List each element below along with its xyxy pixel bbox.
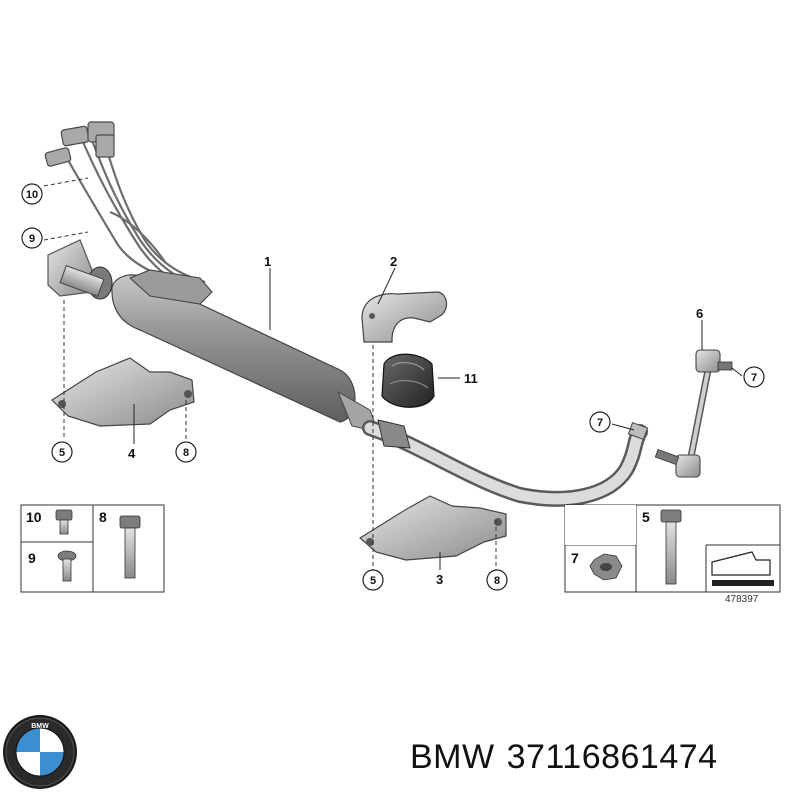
svg-text:7: 7 [597, 417, 603, 429]
callout-7-left: 7 [589, 411, 611, 433]
stabilizer-bar-highlight [364, 422, 646, 505]
diagram-reference-number: 478397 [725, 594, 759, 605]
svg-text:8: 8 [494, 575, 500, 587]
motor-housing [128, 269, 213, 305]
direction-arrow-icon [711, 551, 774, 586]
fastener-legend-right: 5 7 [564, 504, 781, 593]
svg-text:5: 5 [59, 447, 65, 459]
svg-text:9: 9 [29, 233, 35, 245]
actuator-cylinder [111, 274, 356, 423]
bracket-4-hole [58, 400, 66, 408]
bracket-4-hole-right [184, 390, 192, 398]
clamp-bolt-hole [369, 313, 375, 319]
label-part-6: 6 [696, 306, 703, 321]
callout-5-lower: 5 [362, 569, 384, 591]
svg-text:7: 7 [751, 372, 757, 384]
legend-num-9: 9 [28, 550, 36, 566]
rubber-bushing [381, 353, 435, 408]
leader-lines [133, 267, 743, 570]
label-part-4: 4 [128, 446, 136, 461]
label-part-1: 1 [264, 254, 271, 269]
left-shaft [59, 265, 105, 297]
part-number: 37116861474 [506, 738, 718, 776]
connector-plugs [44, 121, 115, 167]
legend-num-7: 7 [571, 550, 579, 566]
label-part-2: 2 [390, 254, 397, 269]
reference-lines [43, 177, 497, 570]
bmw-logo: BMW [3, 715, 77, 789]
legend-num-10: 10 [26, 509, 42, 525]
callout-5-upper: 5 [51, 441, 73, 463]
svg-text:5: 5 [370, 575, 376, 587]
svg-text:10: 10 [26, 189, 38, 201]
bar-bushing [377, 419, 411, 449]
clamp-part-2 [361, 291, 448, 343]
brand-name: BMW [410, 738, 495, 776]
logo-lettering: BMW [31, 723, 49, 730]
legend-num-5: 5 [642, 509, 650, 525]
svg-text:8: 8 [183, 447, 189, 459]
callout-9: 9 [21, 227, 43, 249]
label-part-11: 11 [464, 371, 478, 386]
bolt-10-icon [55, 509, 73, 535]
label-part-3: 3 [436, 572, 443, 587]
legend-num-8: 8 [99, 509, 107, 525]
bolt-8-icon [119, 515, 141, 579]
stabilizer-link [654, 349, 733, 478]
bracket-part-3 [358, 495, 507, 561]
callout-7-right: 7 [743, 366, 765, 388]
callout-10: 10 [21, 183, 43, 205]
nut-7-icon [589, 553, 623, 581]
callout-8-lower: 8 [486, 569, 508, 591]
bracket-3-hole-right [494, 518, 502, 526]
bracket-part-4 [51, 357, 195, 427]
bolt-5-icon [660, 509, 682, 585]
part-number-caption: BMW 37116861474 [410, 738, 730, 777]
fastener-legend-left: 10 9 8 [20, 504, 165, 593]
bolt-9-icon [57, 550, 77, 582]
bar-end [627, 421, 649, 441]
bracket-3-hole [366, 538, 374, 546]
callout-8-upper: 8 [175, 441, 197, 463]
